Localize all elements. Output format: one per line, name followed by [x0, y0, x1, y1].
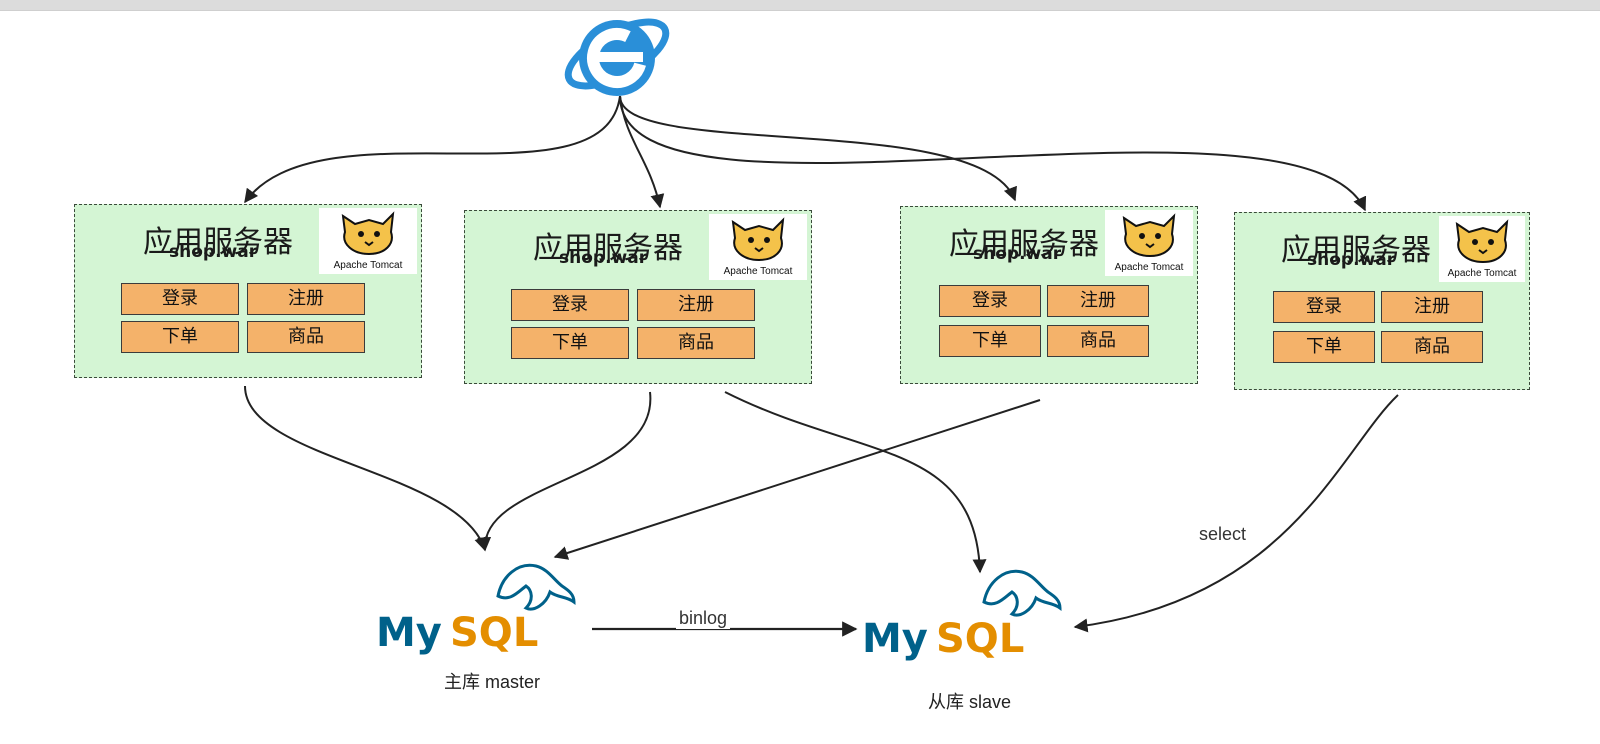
order-button[interactable]: 下单: [121, 321, 239, 353]
select-label: select: [1196, 524, 1250, 545]
register-button[interactable]: 注册: [637, 289, 755, 321]
register-button[interactable]: 注册: [1047, 285, 1149, 317]
tomcat-cat-icon: [341, 211, 395, 256]
login-button[interactable]: 登录: [511, 289, 629, 321]
server-title: 应用服务器: [949, 227, 1099, 262]
mysql-logo-sql: SQL: [936, 616, 1024, 662]
master-caption: 主库 master: [444, 672, 541, 692]
mysql-logo-my: My: [862, 616, 928, 662]
window-top-bar: [0, 0, 1600, 11]
tomcat-logo: Apache Tomcat: [1105, 210, 1193, 276]
product-button[interactable]: 商品: [637, 327, 755, 359]
tomcat-logo: Apache Tomcat: [319, 208, 417, 274]
mysql-logo-my: My: [376, 610, 442, 656]
product-button[interactable]: 商品: [1047, 325, 1149, 357]
edge-browser-server-1: [244, 95, 621, 204]
server-subtitle: shop.war: [973, 244, 1062, 264]
order-button[interactable]: 下单: [511, 327, 629, 359]
edge-browser-server-4: [619, 95, 1366, 212]
product-button[interactable]: 商品: [1381, 331, 1483, 363]
order-button[interactable]: 下单: [939, 325, 1041, 357]
app-server-4: 应用服务器 shop.war Apache Tomcat 登录 注册 下单 商品: [1234, 212, 1530, 390]
tomcat-label: Apache Tomcat: [1114, 262, 1184, 273]
tomcat-logo: Apache Tomcat: [709, 214, 807, 280]
register-button[interactable]: 注册: [1381, 291, 1483, 323]
tomcat-cat-icon: [1122, 213, 1176, 258]
mysql-wordmark: My SQL: [862, 616, 1024, 662]
edge-server-1-master: [244, 385, 488, 552]
product-button[interactable]: 商品: [247, 321, 365, 353]
app-server-2: 应用服务器 shop.war Apache Tomcat 登录 注册 下单 商品: [464, 210, 812, 384]
slave-caption: 从库 slave: [928, 692, 1012, 712]
app-server-3: 应用服务器 shop.war Apache Tomcat 登录 注册 下单 商品: [900, 206, 1198, 384]
server-title: 应用服务器: [1281, 233, 1431, 268]
mysql-logo-sql: SQL: [450, 610, 538, 656]
edge-browser-server-3: [619, 95, 1017, 202]
mysql-dolphin-icon: [496, 563, 576, 611]
tomcat-cat-icon: [1455, 219, 1509, 264]
tomcat-cat-icon: [731, 217, 785, 262]
server-subtitle: shop.war: [1307, 250, 1396, 270]
mysql-dolphin-icon: [982, 569, 1062, 617]
tomcat-logo: Apache Tomcat: [1439, 216, 1525, 282]
mysql-slave[interactable]: My SQL: [862, 562, 1062, 662]
mysql-wordmark: My SQL: [376, 610, 538, 656]
mysql-master[interactable]: My SQL: [376, 556, 576, 656]
edge-server-2-master: [477, 391, 652, 552]
login-button[interactable]: 登录: [1273, 291, 1375, 323]
server-subtitle: shop.war: [169, 242, 258, 262]
edge-server-3-master: [553, 399, 1041, 560]
server-title: 应用服务器: [143, 225, 293, 260]
tomcat-label: Apache Tomcat: [1447, 268, 1517, 279]
login-button[interactable]: 登录: [121, 283, 239, 315]
tomcat-label: Apache Tomcat: [333, 260, 403, 271]
order-button[interactable]: 下单: [1273, 331, 1375, 363]
edge-server-4-slave: [1073, 394, 1399, 633]
login-button[interactable]: 登录: [939, 285, 1041, 317]
server-subtitle: shop.war: [559, 248, 648, 268]
internet-explorer-icon[interactable]: [560, 10, 675, 100]
tomcat-label: Apache Tomcat: [723, 266, 793, 277]
register-button[interactable]: 注册: [247, 283, 365, 315]
app-server-1: 应用服务器 shop.war Apache Tomcat 登录 注册 下单 商品: [74, 204, 422, 378]
server-title: 应用服务器: [533, 231, 683, 266]
binlog-label: binlog: [676, 608, 731, 629]
edge-browser-server-2: [619, 95, 665, 209]
edge-server-2-slave: [724, 391, 987, 574]
